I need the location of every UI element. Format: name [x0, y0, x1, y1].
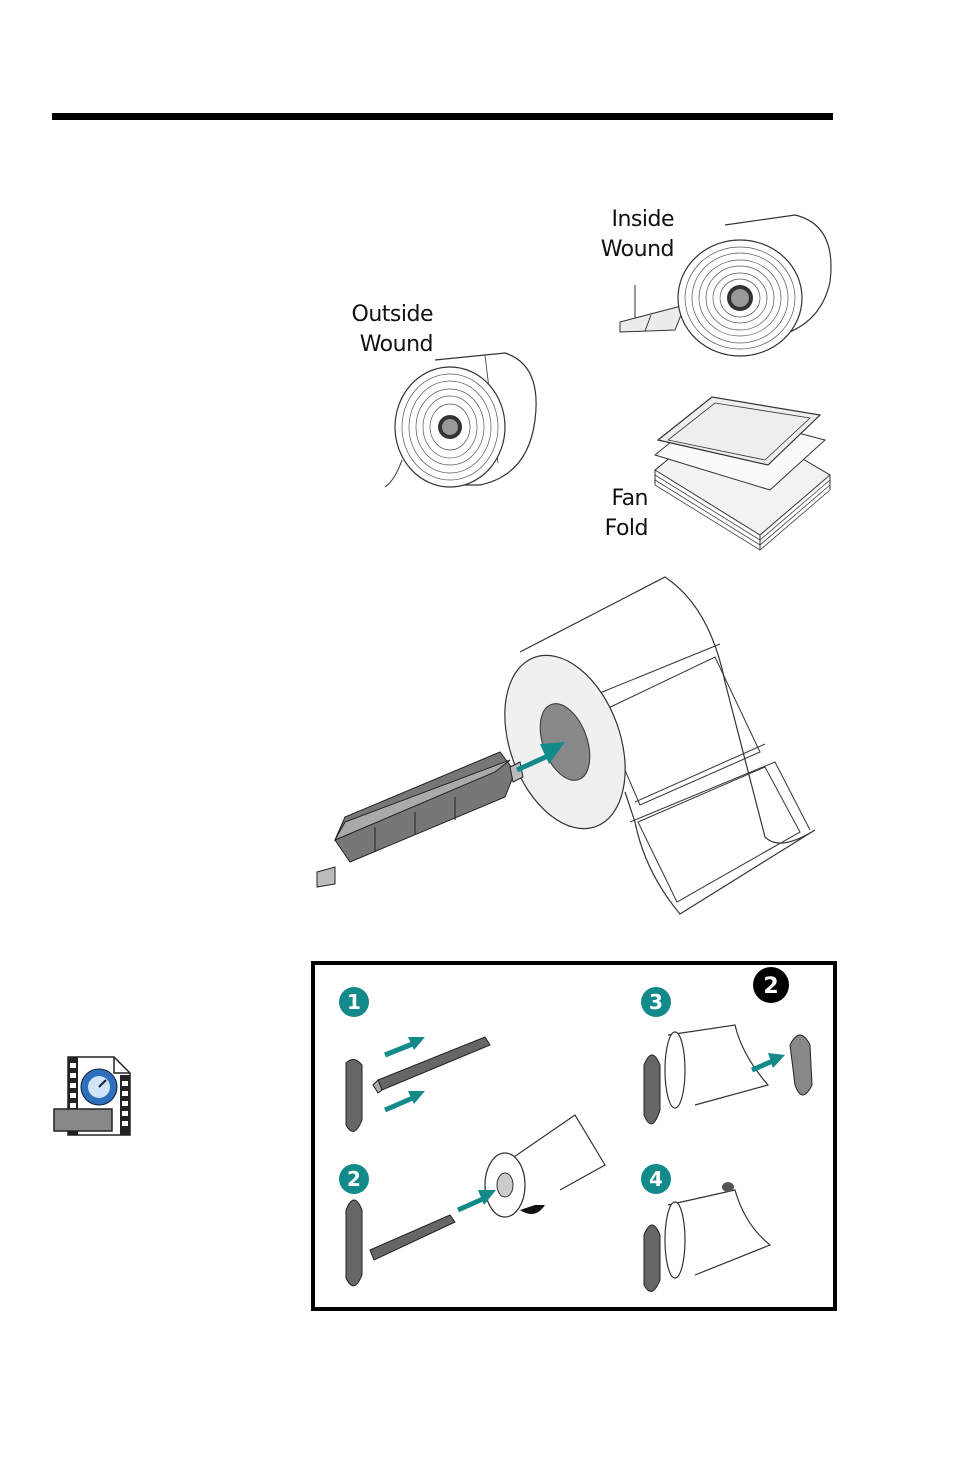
- label-roll-with-spindle-illustration: [305, 572, 835, 917]
- fan-fold-stack-illustration: [650, 395, 835, 550]
- step-1-badge: 1: [337, 985, 371, 1019]
- outside-wound-roll-illustration: [380, 345, 545, 490]
- top-rule: [52, 113, 833, 120]
- spindle-assembly-steps-panel: 1 3 2 2 4: [311, 961, 837, 1311]
- step-3-illustration: [640, 985, 830, 1140]
- step-4-illustration: [640, 1165, 790, 1300]
- inside-wound-roll-illustration: [615, 210, 840, 345]
- svg-text:1: 1: [347, 990, 361, 1014]
- step-2-illustration: [340, 1110, 615, 1295]
- quicktime-movie-icon: [54, 1055, 132, 1137]
